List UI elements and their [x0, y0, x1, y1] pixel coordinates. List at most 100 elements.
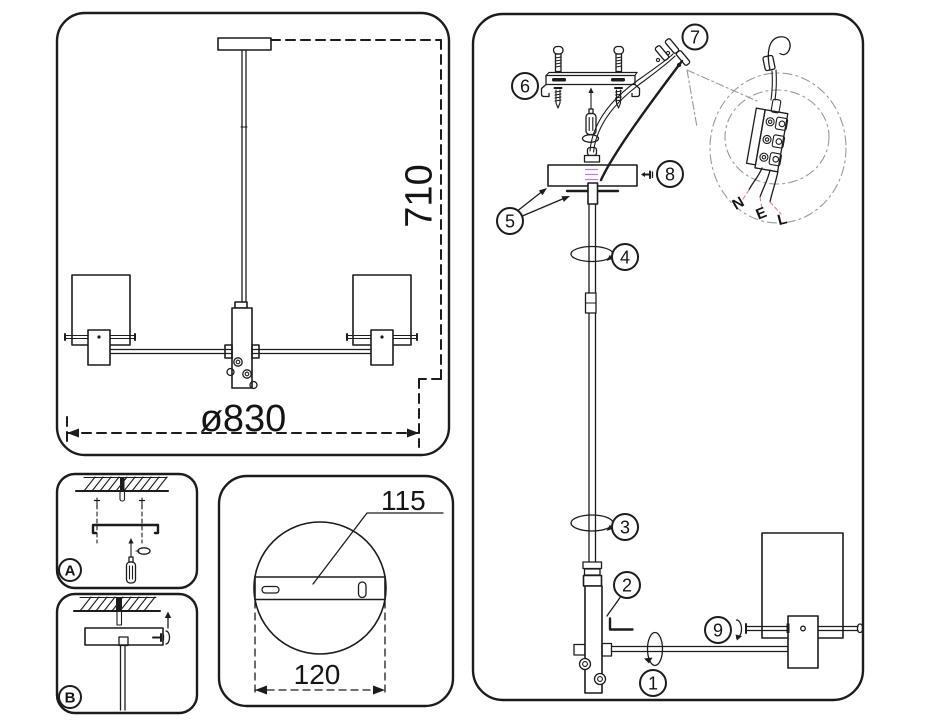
diameter-dimension: ø830 [66, 398, 420, 448]
lamp-holder-right [370, 329, 394, 366]
canopy-circle [253, 521, 387, 655]
canopy-screw [641, 170, 654, 179]
terminal-leaders-red [740, 189, 782, 215]
ceiling-canopy [217, 37, 272, 51]
supply-wires [589, 53, 676, 153]
locking-screw [152, 630, 171, 645]
panel-border [217, 474, 455, 708]
install-step-b-panel: B [55, 592, 199, 715]
hub-cap [582, 574, 603, 587]
slot-leader-line [312, 512, 444, 585]
rotation-ellipse-4 [570, 245, 614, 263]
svg-text:2: 2 [622, 575, 632, 595]
slot-left [261, 585, 280, 594]
dimension-panel: 710 ø830 [55, 11, 451, 457]
install-step-a-panel: A [55, 472, 199, 590]
screwdriver-icon [125, 538, 137, 584]
callout-3-badge: 3 [611, 513, 639, 541]
callout-7-badge: 7 [681, 23, 709, 51]
diagram-root: 710 ø830 [55, 11, 865, 715]
svg-text:B: B [65, 689, 76, 706]
rotation-washer [581, 134, 600, 143]
allen-key [606, 596, 634, 631]
rod-flange [582, 561, 603, 576]
height-dimension: 710 [270, 39, 442, 448]
panel-border [55, 592, 199, 715]
lamp-holder [787, 615, 819, 669]
alignment-guides [93, 497, 146, 544]
mounting-bracket [91, 523, 160, 535]
power-cable [119, 477, 126, 502]
rod-lower [588, 312, 597, 563]
canopy-plate [84, 627, 164, 647]
mounting-screw-left [553, 87, 563, 109]
plate-dimension: 120 [254, 600, 386, 696]
svg-text:9: 9 [713, 620, 723, 640]
rod-coupler [584, 292, 597, 314]
lamp-pin-right [346, 333, 418, 341]
rotation-arc-9 [735, 619, 743, 641]
holder-screw-hole [800, 625, 806, 632]
svg-text:4: 4 [620, 247, 630, 267]
mount-plate-detail-panel: 115 120 [217, 474, 455, 708]
terminal-label-l: L [776, 210, 789, 229]
up-arrow [164, 611, 172, 629]
svg-text:7: 7 [690, 27, 700, 47]
rotation-ellipse-1 [644, 631, 664, 667]
terminal-wires [748, 167, 779, 203]
step-b-badge: B [58, 685, 82, 709]
right-arm [251, 348, 372, 355]
svg-text:8: 8 [665, 164, 675, 184]
panel-border [471, 12, 865, 702]
rotation-ellipse-3 [570, 514, 614, 532]
threaded-nipple [587, 182, 599, 205]
callout-6-badge: 6 [511, 72, 539, 100]
terminal-label-e: E [753, 204, 769, 224]
shade-screw-right [817, 623, 864, 634]
callout-5-badge: 5 [496, 207, 524, 235]
canopy-wires-purple [584, 168, 599, 181]
svg-text:3: 3 [620, 517, 630, 537]
callout-1-badge: 1 [639, 669, 667, 697]
svg-text:A: A [65, 562, 76, 579]
callout-4-badge: 4 [611, 243, 639, 271]
svg-text:1: 1 [648, 673, 658, 693]
panel-border [55, 11, 451, 457]
arm-stub-left [573, 643, 586, 656]
wall-anchor-right [613, 45, 625, 73]
cord-grip [583, 146, 601, 163]
shade-screw-left [745, 623, 790, 634]
wall-anchor-left [552, 45, 564, 73]
callout-9-badge: 9 [704, 616, 732, 644]
earth-wire-black [599, 59, 684, 182]
mounting-bracket [540, 71, 641, 98]
lamp-holder-left [87, 329, 111, 366]
arm-assembly [601, 642, 789, 657]
wire-terminals [654, 38, 691, 68]
hub-set-screws [578, 657, 607, 686]
screw-washer [135, 547, 151, 555]
screwdriver-icon [581, 87, 600, 143]
callout-2-leader [606, 596, 621, 617]
callout-8-badge: 8 [656, 160, 684, 188]
step-a-badge: A [58, 558, 82, 582]
height-dimension-label: 710 [398, 164, 440, 227]
central-hub [224, 301, 260, 390]
detail-view-outline [686, 69, 847, 224]
svg-text:6: 6 [520, 76, 530, 96]
diameter-dimension-label: ø830 [200, 398, 287, 440]
terminal-block [745, 98, 789, 173]
plate-dimension-label: 120 [294, 659, 341, 690]
left-arm [109, 348, 233, 355]
slot-right [357, 581, 367, 599]
mounting-bar [254, 576, 386, 601]
hub-set-screws [233, 357, 252, 379]
slot-dimension-label: 115 [381, 485, 426, 516]
hanging-hook [762, 36, 791, 101]
rotation-arc [165, 630, 171, 645]
callout-2-badge: 2 [613, 571, 641, 599]
callout-5-arrows [515, 188, 570, 218]
threaded-rod [116, 597, 123, 626]
rod-below-canopy [119, 644, 126, 711]
